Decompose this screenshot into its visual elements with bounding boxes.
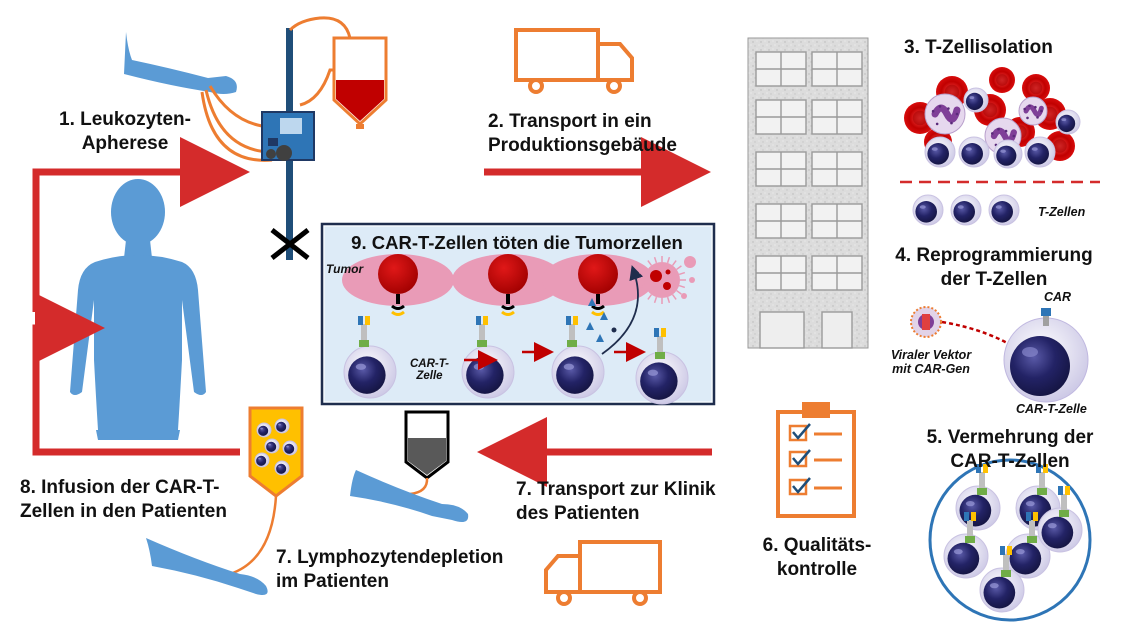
tumor-killing-panel [320,222,716,406]
t-cell [912,194,944,226]
step-8-line-2: Zellen in den Patienten [20,501,227,522]
building-window [811,51,863,87]
bag-cell [274,460,290,476]
t-cell [993,139,1023,169]
panel-car-t-cell [551,345,605,399]
blood-bag-icon [332,36,388,129]
bag-cell [264,438,280,454]
t-cell [950,194,982,226]
isolated-t-cells [912,194,1020,226]
car-t-cell [1005,533,1051,579]
building-window [811,151,863,187]
step-7-depletion-label: 7. Lymphozytendepletion im Patienten [276,546,503,594]
dying-tumor-icon [638,256,696,304]
tumor-label: Tumor [326,262,364,276]
building-window [755,51,807,87]
step-9-title: 9. CAR-T-Zellen töten die Tumorzellen [351,232,683,253]
step-8-label: 8. Infusion der CAR-T- Zellen in den Pat… [20,476,227,524]
viral-vector-icon [910,306,942,338]
quality-clipboard-icon [776,402,856,518]
step-5-line-1: 5. Vermehrung der [926,427,1094,448]
infusion-arrow [32,293,240,456]
panel-car-t-cell [461,345,515,399]
blood-cells-cluster [904,67,1081,169]
building-window [755,151,807,187]
depletion-bag-icon [404,410,450,496]
apheresis-machine [200,16,352,260]
step-6-line-1: 6. Qualitäts- [762,535,872,556]
building-window [755,203,807,239]
car-t-cell-label: CAR-T-Zelle [1016,402,1087,416]
patient-body [70,179,206,440]
panel-car-t-label: CAR-T- Zelle [410,358,449,382]
t-cell [988,194,1020,226]
red-blood-cell [989,67,1015,93]
panel-car-t-line-1: CAR-T- [410,358,449,370]
granulocyte [1018,96,1048,126]
step-5-label: 5. Vermehrung der CAR-T-Zellen [900,426,1120,474]
bag-cell [274,418,290,434]
step-1-line-1: 1. Leukozyten- [59,109,191,130]
car-t-cell-large [1003,308,1089,403]
step-7-depletion-line-2: im Patienten [276,571,389,592]
step-1-line-2: Apherese [81,133,169,154]
viral-vector-line-2: mit CAR-Gen [892,362,970,376]
step-2-line-2: Produktionsgebäude [488,135,677,156]
building-window [755,255,807,291]
car-t-cell [979,567,1025,613]
truck-icon-top [514,28,634,94]
infusion-bag-icon [229,406,304,576]
truck-icon-bottom [544,540,662,606]
production-building-icon [747,37,869,349]
step-8-line-1: 8. Infusion der CAR-T- [20,477,220,498]
step-3-label: 3. T-Zellisolation [904,37,1053,58]
car-t-cell [1037,507,1083,553]
step-5-line-2: CAR-T-Zellen [950,451,1070,472]
granulocyte [924,93,966,135]
granzyme-release [586,298,617,342]
t-cells-label: T-Zellen [1038,205,1086,219]
expansion-dish [928,458,1092,622]
step-7-transport-line-1: 7. Transport zur Klinik [516,479,716,500]
building-window [811,203,863,239]
step-1-label: 1. Leukozyten- Apherese [40,108,210,156]
car-t-cell [943,533,989,579]
step-2-line-1: 2. Transport in ein [488,111,652,132]
building-window [755,99,807,135]
tumor-cell [542,254,654,316]
bag-cell [256,422,272,438]
bag-cell [254,452,270,468]
step-7-transport-line-2: des Patienten [516,503,640,524]
building-window [811,255,863,291]
step-4-line-2: der T-Zellen [940,269,1048,290]
building-window [811,99,863,135]
tumor-cell [452,254,564,316]
red-blood-cell [1022,74,1050,102]
arm-infusion [146,538,268,595]
t-cell [924,136,956,168]
step-7-transport-label: 7. Transport zur Klinik des Patienten [516,478,716,526]
t-cell [1024,136,1056,168]
bag-cell [282,440,298,456]
step-4-label: 4. Reprogrammierung der T-Zellen [874,244,1114,292]
t-cell [958,136,990,168]
panel-car-t-cell [635,351,689,405]
step-6-label: 6. Qualitäts- kontrolle [742,534,892,582]
arm-apheresis [124,32,237,94]
panel-car-t-cell [343,345,397,399]
step-6-line-2: kontrolle [776,559,858,580]
panel-car-t-line-2: Zelle [416,370,443,382]
t-cell [1055,109,1081,135]
tumor-cell [342,254,454,316]
arm-depletion [350,470,469,522]
apheresis-arrow [32,137,250,312]
step-7-depletion-line-1: 7. Lymphozytendepletion [276,547,504,568]
viral-vector-line-1: Viraler Vektor [890,348,972,362]
step-4-line-1: 4. Reprogrammierung [895,245,1093,266]
car-label: CAR [1044,290,1072,304]
viral-vector-label: Viraler Vektor mit CAR-Gen [876,348,986,376]
t-cell [963,87,989,113]
step-2-label: 2. Transport in ein Produktionsgebäude [488,110,677,158]
